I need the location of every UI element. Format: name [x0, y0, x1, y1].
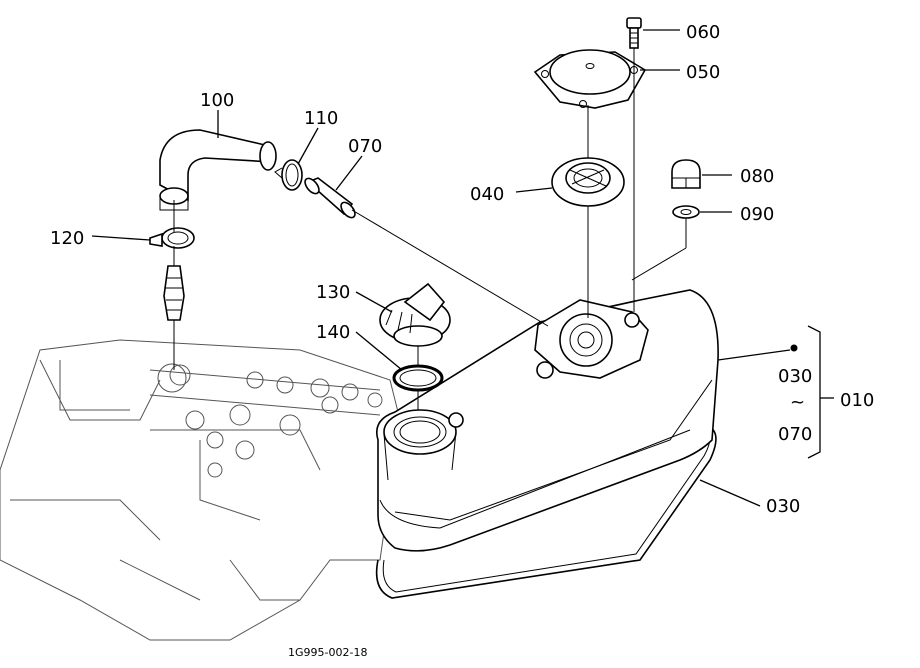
pipe-070	[304, 177, 356, 219]
label-130: 130	[316, 282, 350, 303]
label-090: 090	[740, 204, 774, 225]
label-100: 100	[200, 90, 234, 111]
label-050: 050	[686, 62, 720, 83]
label-060: 060	[686, 22, 720, 43]
hose-fitting	[163, 265, 185, 321]
cap-nut-080	[671, 159, 701, 189]
label-range-tilde: ~	[790, 392, 805, 413]
diaphragm-040	[551, 157, 625, 207]
washer-090	[672, 205, 700, 219]
breather-hose-100	[159, 129, 277, 211]
label-010: 010	[840, 390, 874, 411]
assembly-lines	[173, 48, 687, 410]
label-120: 120	[50, 228, 84, 249]
diaphragm-cover-050	[533, 49, 647, 109]
label-140: 140	[316, 322, 350, 343]
engine-block-outline	[0, 339, 401, 641]
figure-code: 1G995-002-18	[288, 646, 367, 659]
label-070: 070	[348, 136, 382, 157]
label-110: 110	[304, 108, 338, 129]
oil-filler-cap-130	[379, 282, 451, 347]
label-leaders	[91, 29, 834, 507]
label-040: 040	[470, 184, 504, 205]
valve-cover	[376, 289, 719, 552]
label-080: 080	[740, 166, 774, 187]
screw-060	[626, 17, 642, 49]
label-range-start-030: 030	[778, 366, 812, 387]
clamp-120	[149, 227, 195, 249]
label-030: 030	[766, 496, 800, 517]
label-range-end-070: 070	[778, 424, 812, 445]
clamp-110	[274, 159, 303, 191]
